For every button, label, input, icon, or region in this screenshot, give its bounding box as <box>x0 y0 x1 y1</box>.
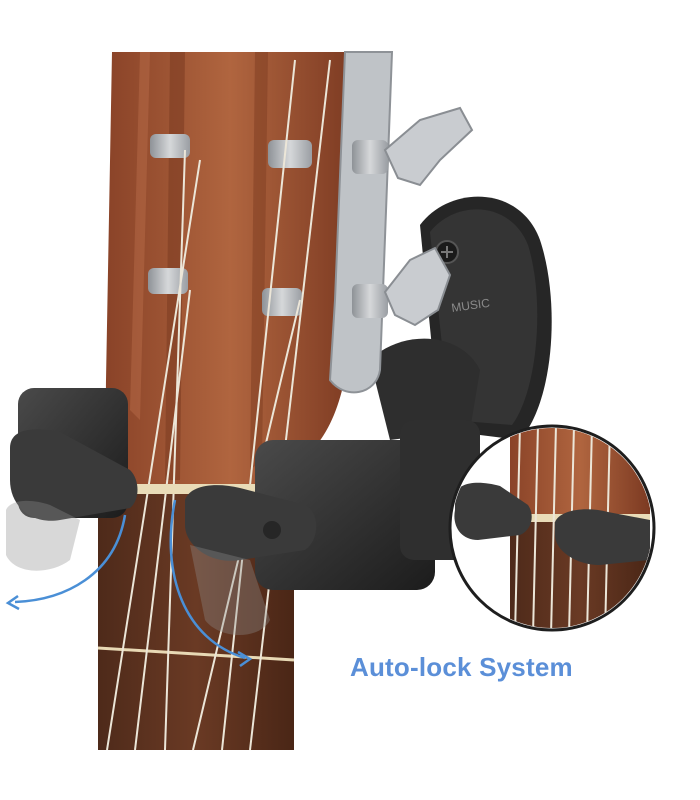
caption-auto-lock: Auto-lock System <box>350 652 573 682</box>
zoom-inset-icon <box>448 424 656 632</box>
mount-brand-text: MUSIC <box>450 296 491 315</box>
wall-mount: MUSIC <box>370 196 552 440</box>
wall-hanger <box>6 388 480 635</box>
tuner-plate <box>328 51 474 394</box>
guitar-headstock <box>105 52 355 490</box>
guitar-strings <box>106 59 331 751</box>
rotation-arrow-icon <box>5 499 253 668</box>
